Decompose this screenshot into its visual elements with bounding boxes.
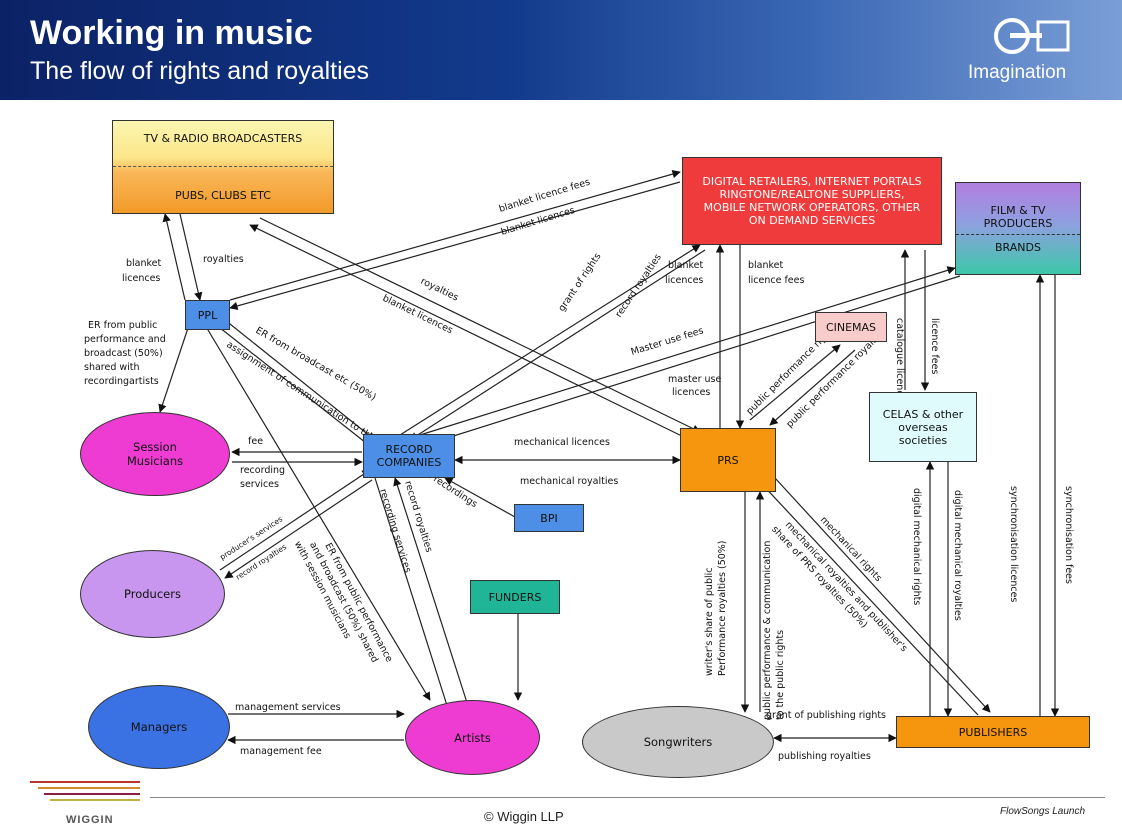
node-divider-film bbox=[956, 233, 1080, 235]
arrow-record-brands bbox=[419, 266, 956, 436]
arrow-brands-record bbox=[424, 275, 961, 447]
node-funders: FUNDERS bbox=[470, 580, 560, 614]
label-catalogue-licences: catalogue licences bbox=[894, 318, 905, 406]
arrow-ppl-record bbox=[214, 311, 376, 441]
arrow-cinemas-prs bbox=[769, 349, 856, 426]
label-management-fee: management fee bbox=[240, 746, 322, 757]
node-digital-retailers: DIGITAL RETAILERS, INTERNET PORTALS RING… bbox=[682, 157, 942, 245]
arrow-digital-record bbox=[409, 249, 706, 441]
arrow-publishers-prs bbox=[759, 481, 979, 716]
label-grant-of-rights: grant of rights bbox=[556, 251, 603, 314]
node-bpi: BPI bbox=[514, 504, 584, 532]
arrow-producers-record bbox=[219, 469, 371, 571]
header-banner: Working in music The flow of rights and … bbox=[0, 0, 1122, 100]
node-songwriters: Songwriters bbox=[582, 706, 774, 778]
flowsongs-label: FlowSongs Launch bbox=[1000, 806, 1086, 817]
wiggin-logo-icon bbox=[30, 781, 140, 801]
node-divider bbox=[113, 166, 333, 168]
arrow-bpi-record bbox=[444, 477, 516, 518]
label-sync-licences: synchronisation licences bbox=[1008, 486, 1019, 602]
label-blanket-licences-diag: blanket licences bbox=[381, 293, 455, 337]
node-session-musicians: Session Musicians bbox=[80, 412, 230, 496]
arrow-artists-record bbox=[393, 477, 471, 713]
arrow-digital-ppl bbox=[229, 181, 681, 311]
arrow-record-ppl bbox=[209, 319, 376, 451]
arrow-record-digital bbox=[399, 244, 701, 436]
node-cinemas: CINEMAS bbox=[815, 312, 887, 342]
node-broadcasters: TV & RADIO BROADCASTERS PUBS, CLUBS ETC bbox=[112, 120, 334, 214]
arrow-broadcasters-ppl bbox=[179, 213, 203, 301]
node-prs: PRS bbox=[680, 428, 776, 492]
node-artists: Artists bbox=[405, 700, 540, 775]
node-producers: Producers bbox=[80, 550, 225, 638]
node-film-brands: FILM & TV PRODUCERS BRANDS bbox=[955, 182, 1081, 275]
arrow-prs-cinemas bbox=[749, 344, 841, 421]
label-digital-mech-royalties: digital mechanical royalties bbox=[952, 490, 963, 621]
page-subtitle: The flow of rights and royalties bbox=[30, 57, 370, 85]
logo-text: Imagination bbox=[968, 62, 1067, 83]
node-tv-label: TV & RADIO BROADCASTERS bbox=[143, 131, 303, 145]
label-royalties-left: royalties bbox=[203, 254, 244, 265]
label-er-public-art: ER from public performanceand broadcast … bbox=[292, 527, 395, 676]
wiggin-logo-text: WIGGIN bbox=[66, 814, 114, 826]
copyright: © Wiggin LLP bbox=[484, 809, 564, 824]
node-managers: Managers bbox=[88, 685, 230, 769]
node-ppl: PPL bbox=[185, 300, 230, 330]
label-master-use-fees: Master use fees bbox=[630, 325, 705, 358]
node-pubs-label: PUBS, CLUBS ETC bbox=[175, 189, 271, 203]
node-celas: CELAS & other overseas societies bbox=[869, 392, 977, 462]
node-brands-label: BRANDS bbox=[995, 240, 1041, 254]
node-publishers: PUBLISHERS bbox=[896, 716, 1090, 748]
label-sync-fees: synchronisation fees bbox=[1063, 486, 1074, 584]
label-licence-fees: licence fees bbox=[929, 318, 940, 374]
arrow-ppl-session bbox=[158, 321, 191, 413]
arrow-ppl-artists bbox=[204, 324, 431, 701]
imagination-logo-icon bbox=[994, 18, 1070, 54]
label-mechanical-licences: mechanical licences bbox=[514, 437, 610, 448]
label-fee: fee bbox=[248, 436, 263, 447]
label-er-broadcast: ER from broadcast etc (50%) bbox=[254, 325, 378, 403]
label-mechanical-royalties: mechanical royalties bbox=[520, 476, 618, 487]
arrow-blanket-diag bbox=[259, 217, 701, 433]
footer-divider bbox=[150, 797, 1105, 798]
label-publishing-royalties: publishing royalties bbox=[778, 751, 871, 762]
arrow-record-artists bbox=[374, 477, 452, 716]
label-digital-mech-rights: digital mechanical rights bbox=[911, 488, 922, 605]
label-blanket-licence-fees-top: blanket licence fees bbox=[498, 177, 592, 215]
arrow-ppl-broadcasters bbox=[162, 213, 186, 301]
label-management-services: management services bbox=[235, 702, 341, 713]
label-grant-publishing: grant of publishing rights bbox=[766, 710, 886, 721]
arrow-prs-publishers bbox=[774, 477, 991, 713]
arrow-ppl-digital bbox=[229, 170, 681, 301]
node-film-label: FILM & TV PRODUCERS bbox=[983, 203, 1053, 230]
node-record-companies: RECORD COMPANIES bbox=[363, 434, 455, 478]
label-royalties-diag: royalties bbox=[419, 276, 460, 304]
arrow-record-producers bbox=[224, 479, 373, 579]
page-title: Working in music bbox=[30, 14, 313, 52]
label-record-royalties-top: record royalties bbox=[613, 252, 664, 320]
arrow-royalties-diag bbox=[249, 224, 691, 441]
